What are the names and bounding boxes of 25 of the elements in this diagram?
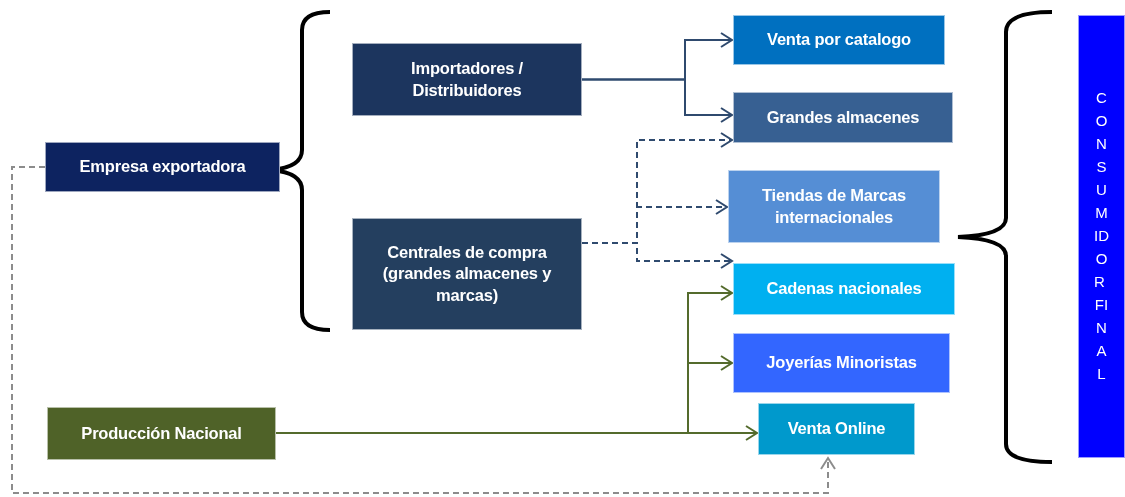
box-label: Tiendas de Marcas internacionales [761,185,907,228]
box-label: Empresa exportadora [78,156,247,178]
process-box [45,142,280,192]
box-label: Joyerías Minoristas [765,352,918,374]
vertical-label: CONSUMIDOR FINAL [1094,88,1109,384]
process-box [47,407,276,460]
process-box [733,333,950,393]
arrow [11,166,836,494]
process-box [352,43,582,116]
box-label: Venta por catalogo [766,29,912,51]
process-box [733,263,955,315]
box-label: Cadenas nacionales [765,278,923,300]
process-box [728,170,940,243]
process-box [758,403,915,455]
process-box [352,218,582,330]
vertical-label-box [1078,15,1125,458]
arrow [581,242,733,269]
arrow [581,78,733,123]
box-label: Importadores / Distribuidores [410,58,524,101]
box-label: Venta Online [786,418,887,440]
box-label: Centrales de compra (grandes almacenes y marcas) [381,241,553,306]
process-box [733,92,953,143]
box-label: Grandes almacenes [765,106,921,128]
process-box [733,15,945,65]
box-label: Producción Nacional [80,422,243,444]
